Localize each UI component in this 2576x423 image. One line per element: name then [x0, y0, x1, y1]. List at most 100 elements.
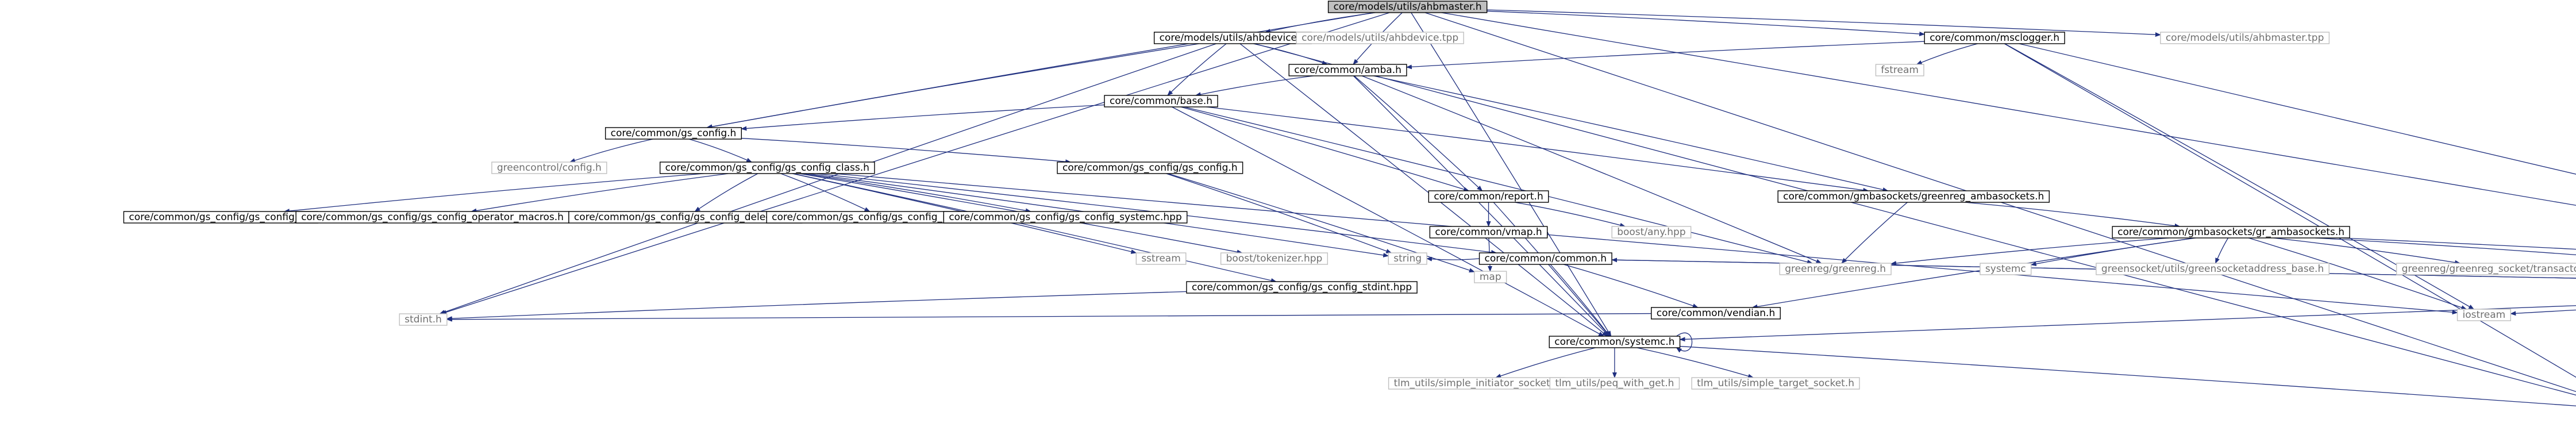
node-common-h[interactable]: core/common/common.h	[1478, 252, 1612, 265]
node-box	[1549, 377, 1680, 390]
node-box	[604, 127, 742, 140]
node-tlm-target: tlm_utils/simple_target_socket.h	[1691, 377, 1860, 390]
edge-base-h-to-gs-config-h	[741, 104, 1105, 131]
node-systemc-h[interactable]: core/common/systemc.h	[1549, 336, 1681, 348]
edge-ahbmaster-h-to-stdint-h	[441, 12, 1390, 315]
node-label: core/common/gs_config.h	[611, 128, 737, 139]
node-box	[1779, 263, 1892, 275]
node-base-h[interactable]: core/common/base.h	[1104, 95, 1218, 107]
node-box	[1549, 336, 1681, 348]
node-label: core/common/gs_config/gs_config_delegate…	[574, 212, 797, 223]
edge-common-h-to-systemc-h	[1550, 264, 1611, 337]
node-gr-ambasockets-h[interactable]: core/common/gmbasockets/gr_ambasockets.h	[2112, 226, 2350, 239]
edge-ahbdevice-h-to-systemc-h	[1239, 43, 1608, 337]
edge-greenreg-ambasockets-h-to-gr-ambasockets-h	[1965, 202, 2181, 228]
edge-systemc-h-to-systemc-h	[1676, 332, 1693, 353]
node-box	[1474, 271, 1507, 283]
node-string: string	[1388, 252, 1427, 265]
node-label: core/common/gmbasockets/greenreg_ambasoc…	[1783, 191, 2044, 202]
node-gs-config-operator-macros-h[interactable]: core/common/gs_config/gs_config_operator…	[295, 211, 569, 224]
edge-gr-ambasockets-h-to-iostream	[2248, 237, 2467, 310]
edge-systemc-h-to-tlm-target	[1637, 347, 1754, 379]
node-box	[1288, 64, 1407, 76]
edge-msclogger-h-to-verbose-h	[2019, 43, 2576, 174]
node-box	[1980, 263, 2032, 275]
edge-gr-ambasockets-h-to-vendian-h	[1751, 237, 2195, 309]
node-box	[2112, 226, 2350, 239]
edge-msclogger-h-to-amba-h	[1406, 41, 1925, 70]
node-vmap-h[interactable]: core/common/vmap.h	[1429, 226, 1548, 239]
node-label: core/common/vendian.h	[1657, 307, 1776, 319]
node-label: core/models/utils/ahbdevice.h	[1160, 32, 1307, 44]
node-ahbdevice-tpp: core/models/utils/ahbdevice.tpp	[1296, 32, 1464, 44]
node-gs-config-stdint-hpp[interactable]: core/common/gs_config/gs_config_stdint.h…	[1186, 281, 1418, 294]
node-iostream: iostream	[2456, 309, 2511, 321]
edge-gs-config-class-h-to-gs-config-delegate-h	[694, 173, 758, 212]
node-box	[2396, 263, 2576, 275]
edge-gs-config-h-to-gs-config-class-h	[689, 139, 752, 163]
node-gs-config-systemc-hpp[interactable]: core/common/gs_config/gs_config_systemc.…	[943, 211, 1188, 224]
node-box	[1327, 1, 1488, 13]
edge-gs-config-class-h-to-iostream	[834, 173, 2458, 315]
node-box	[1057, 161, 1243, 174]
node-label: iostream	[2463, 309, 2506, 321]
node-box	[1875, 64, 1924, 76]
node-label: core/common/base.h	[1110, 95, 1212, 107]
node-greenreg-ambasockets-h[interactable]: core/common/gmbasockets/greenreg_ambasoc…	[1777, 190, 2050, 203]
node-label: core/common/gs_config/gs_config_stdint.h…	[1192, 282, 1412, 293]
node-box	[943, 211, 1188, 224]
edge-gs-config-class-h-to-gs-config-native-hpp	[780, 173, 871, 212]
node-box	[2096, 263, 2329, 275]
edge-base-h-to-greenreg-ambasockets-h	[1206, 106, 1869, 193]
node-msclogger-h[interactable]: core/common/msclogger.h	[1924, 32, 2065, 44]
edge-greenreg-ambasockets-h-to-greenreg-h	[1841, 202, 1908, 264]
edge-vendian-h-to-stdint-h	[446, 313, 1651, 322]
edge-ahbdevice-h-to-amba-h	[1253, 43, 1328, 65]
node-layer: core/models/utils/ahbmaster.h core/models…	[123, 1, 2576, 390]
edge-ahbdevice-h-to-tlm-h	[1254, 43, 2576, 395]
node-gs-config-gs-config-h[interactable]: core/common/gs_config/gs_config.h	[1057, 161, 1243, 174]
node-gs-config-class-h[interactable]: core/common/gs_config/gs_config_class.h	[659, 161, 875, 174]
node-label: core/common/gs_config/gs_config_native.h…	[772, 212, 995, 223]
node-label: core/common/msclogger.h	[1930, 32, 2059, 44]
node-tlm-peq: tlm_utils/peq_with_get.h	[1549, 377, 1680, 390]
edge-verbose-h-to-iostream	[2510, 309, 2576, 316]
node-boost-tokenizer: boost/tokenizer.hpp	[1220, 252, 1329, 265]
node-gs-config-t-h[interactable]: core/common/gs_config/gs_config_t.h	[123, 211, 318, 224]
node-label: tlm_utils/simple_initiator_socket.h	[1394, 378, 1560, 389]
node-ahbmaster-h[interactable]: core/models/utils/ahbmaster.h	[1327, 1, 1488, 13]
node-ahbdevice-h[interactable]: core/models/utils/ahbdevice.h	[1153, 32, 1312, 44]
node-label: map	[1480, 271, 1501, 283]
node-label: core/common/amba.h	[1294, 64, 1401, 76]
node-label: core/common/common.h	[1485, 253, 1607, 264]
edge-base-h-to-report-h	[1180, 106, 1470, 192]
edge-gr-ambasockets-h-to-greensocket-address-base	[2215, 237, 2229, 264]
node-label: core/common/report.h	[1434, 191, 1543, 202]
edge-msclogger-h-to-tlm-h	[2004, 43, 2576, 378]
node-gs-config-h[interactable]: core/common/gs_config.h	[604, 127, 742, 140]
node-label: fstream	[1881, 64, 1919, 76]
edge-gs-config-stdint-hpp-to-stdint-h	[446, 291, 1187, 321]
edge-gs-config-class-h-to-gs-config-operator-macros-h	[471, 173, 729, 213]
node-amba-h[interactable]: core/common/amba.h	[1288, 64, 1407, 76]
edge-ahbdevice-h-to-base-h	[1167, 43, 1227, 96]
node-label: string	[1393, 253, 1422, 264]
node-vendian-h[interactable]: core/common/vendian.h	[1651, 307, 1781, 320]
node-boost-any: boost/any.hpp	[1611, 226, 1692, 239]
edge-gr-ambasockets-h-to-greenreg-h	[1890, 237, 2170, 266]
node-box	[1651, 307, 1781, 320]
edge-ahbmaster-h-to-msclogger-h	[1487, 10, 1926, 36]
edge-gr-ambasockets-h-to-systemc	[2030, 237, 2196, 266]
node-box	[1296, 32, 1464, 44]
node-label: sstream	[1141, 253, 1180, 264]
edge-common-h-to-string	[1426, 256, 1480, 262]
edge-gs-config-h-to-gs-config-gs-config-h	[741, 137, 1072, 164]
node-box	[1691, 377, 1860, 390]
node-label: core/common/systemc.h	[1554, 336, 1674, 348]
node-label: core/common/gs_config/gs_config.h	[1062, 162, 1238, 174]
edge-base-h-to-systemc-h	[1172, 106, 1604, 337]
node-report-h[interactable]: core/common/report.h	[1428, 190, 1549, 203]
node-gs-config-delegate-h[interactable]: core/common/gs_config/gs_config_delegate…	[568, 211, 803, 224]
node-tlm-initiator: tlm_utils/simple_initiator_socket.h	[1388, 377, 1565, 390]
edge-layer	[283, 9, 2576, 406]
